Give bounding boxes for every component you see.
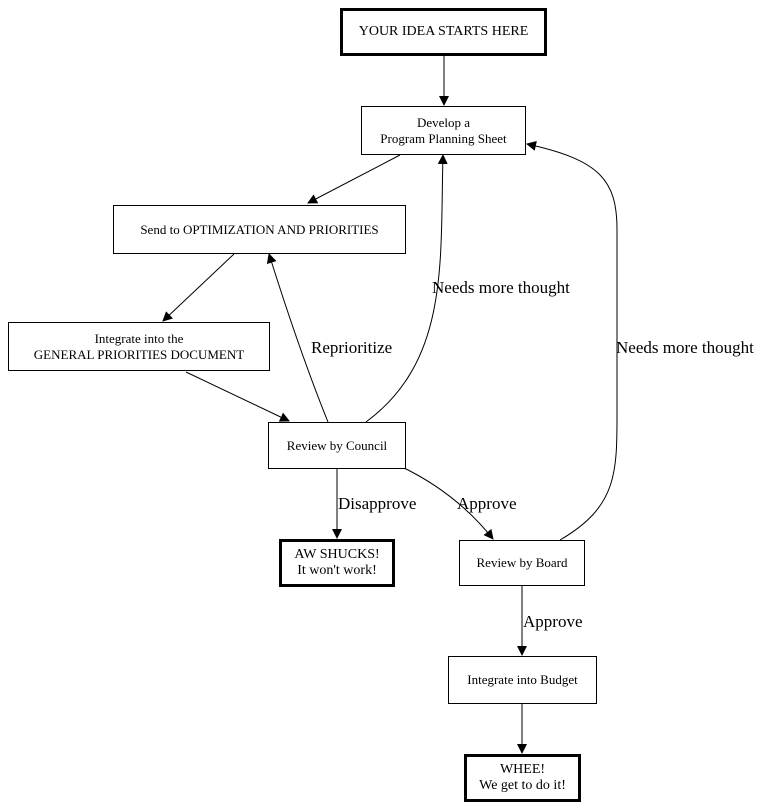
node-label-line-1: Integrate into the: [94, 330, 184, 346]
node-label: Send to OPTIMIZATION AND PRIORITIES: [140, 221, 379, 237]
node-label-line-2: We get to do it!: [479, 778, 566, 793]
node-whee: WHEE! We get to do it!: [464, 754, 581, 802]
node-send-to-optimization: Send to OPTIMIZATION AND PRIORITIES: [113, 205, 406, 254]
node-review-by-board: Review by Board: [459, 540, 585, 586]
edge-council-to-board: [399, 465, 494, 540]
node-label: Review by Council: [286, 437, 388, 453]
node-label-line-1: Develop a: [416, 114, 471, 130]
edge-board-to-develop: [526, 141, 618, 541]
edge-council-to-optimization: [266, 253, 329, 423]
edge-optimization-to-integrate: [162, 253, 235, 322]
node-develop-program-planning-sheet: Develop a Program Planning Sheet: [361, 106, 526, 155]
edge-label-approve-board: Approve: [523, 612, 583, 631]
node-your-idea-starts-here: YOUR IDEA STARTS HERE: [340, 8, 547, 56]
node-label-line-1: WHEE!: [499, 762, 546, 777]
edge-label-needs-more-thought-board: Needs more thought: [616, 338, 754, 357]
edge-council-to-develop: [365, 154, 448, 423]
node-integrate-into-budget: Integrate into Budget: [448, 656, 597, 704]
node-label: Review by Board: [476, 555, 568, 570]
edge-label-needs-more-thought-council: Needs more thought: [432, 278, 570, 297]
node-label-line-2: GENERAL PRIORITIES DOCUMENT: [33, 346, 245, 362]
node-label-line-2: It won't work!: [297, 563, 377, 578]
node-integrate-general-priorities: Integrate into the GENERAL PRIORITIES DO…: [8, 322, 270, 371]
edge-label-disapprove: Disapprove: [338, 494, 417, 513]
node-label: YOUR IDEA STARTS HERE: [358, 24, 529, 39]
node-aw-shucks: AW SHUCKS! It won't work!: [279, 539, 395, 587]
edge-label-approve-council: Approve: [457, 494, 517, 513]
edge-develop-to-optimization: [307, 154, 401, 204]
edge-label-reprioritize: Reprioritize: [311, 338, 393, 357]
node-label: Integrate into Budget: [467, 672, 578, 687]
node-review-by-council: Review by Council: [268, 422, 406, 469]
edge-integrate-to-council: [185, 371, 290, 422]
node-label-line-2: Program Planning Sheet: [380, 130, 507, 146]
node-label-line-1: AW SHUCKS!: [294, 547, 380, 562]
